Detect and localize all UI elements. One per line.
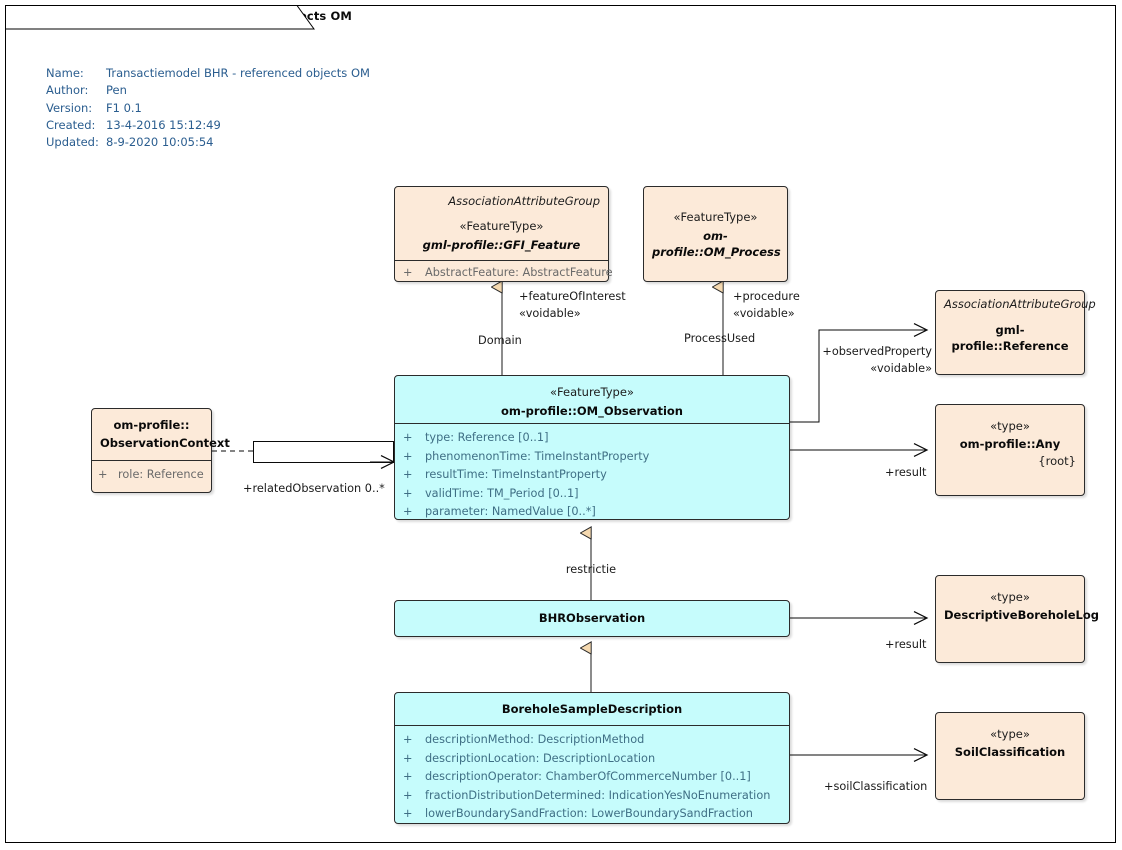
metadata-key-author: Author: (46, 83, 89, 98)
class-bhr-observation[interactable]: BHRObservation (394, 600, 790, 637)
soil-classification-stereotype: «type» (990, 727, 1030, 741)
observation-context-name-line2: ObservationContext (100, 436, 230, 450)
borehole-sample-attribute: + descriptionOperator: ChamberOfCommerceN… (395, 768, 789, 787)
label-observed-property-stereotype: «voidable» (870, 362, 932, 375)
attribute-text: parameter: NamedValue [0..*] (425, 505, 596, 519)
attribute-text: descriptionMethod: DescriptionMethod (425, 733, 645, 746)
metadata-value-author: Pen (106, 83, 127, 98)
label-procedure-stereotype: «voidable» (733, 307, 795, 320)
reference-name: gml-profile::Reference (951, 323, 1069, 353)
class-gml-profile-reference[interactable]: AssociationAttributeGroup gml-profile::R… (935, 290, 1096, 375)
borehole-sample-description-name: BoreholeSampleDescription (501, 702, 683, 716)
descriptive-borehole-log-name: DescriptiveBoreholeLog (944, 608, 1100, 622)
metadata-value-created: 13-4-2016 15:12:49 (106, 117, 221, 132)
metadata-row-version: Version: F1 0.1 (46, 100, 370, 117)
attribute-text: descriptionOperator: ChamberOfCommerceNu… (425, 770, 751, 784)
any-constraint: {root} (1038, 454, 1076, 468)
om-observation-name: om-profile::OM_Observation (500, 404, 683, 418)
metadata-value-version: F1 0.1 (106, 100, 142, 115)
any-name: om-profile::Any (959, 437, 1061, 451)
borehole-sample-attribute: + fractionDistributionDetermined: Indicat… (395, 787, 789, 806)
class-om-profile-observation-context[interactable]: om-profile:: ObservationContext + role: R… (91, 408, 230, 493)
label-soil-classification-role: +soilClassification (824, 780, 928, 793)
class-descriptive-borehole-log[interactable]: «type» DescriptiveBoreholeLog (935, 575, 1100, 663)
metadata-value-updated: 8-9-2020 10:05:54 (106, 135, 214, 150)
metadata-key-version: Version: (46, 100, 93, 115)
visibility-marker: + (403, 431, 413, 444)
attribute-text: validTime: TM_Period [0..1] (425, 486, 579, 500)
om-process-stereotype: «FeatureType» (673, 210, 758, 224)
borehole-sample-attribute: + descriptionMethod: DescriptionMethod (395, 731, 789, 750)
metadata-key-updated: Updated: (46, 135, 99, 150)
class-om-profile-om-observation[interactable]: «FeatureType» om-profile::OM_Observation… (394, 375, 790, 520)
attribute-text: AbstractFeature: AbstractFeature (425, 266, 613, 279)
visibility-marker: + (403, 486, 413, 500)
class-borehole-sample-description[interactable]: BoreholeSampleDescription + descriptionMe… (394, 692, 790, 824)
metadata-key-name: Name: (46, 66, 84, 80)
visibility-marker: + (403, 266, 413, 279)
metadata-row-created: Created: 13-4-2016 15:12:49 (46, 117, 370, 134)
borehole-sample-attribute: + lowerBoundarySandFraction: LowerBoundar… (395, 805, 789, 824)
observation-context-name-line1: om-profile:: (113, 418, 190, 432)
om-observation-attribute: + type: Reference [0..1] (395, 429, 789, 448)
metadata-value-name: Transactiemodel BHR - referenced objects… (106, 66, 370, 80)
borehole-sample-attribute: + descriptionLocation: DescriptionLocatio… (395, 750, 789, 769)
gfi-feature-name: gml-profile::GFI_Feature (422, 238, 581, 252)
visibility-marker: + (403, 751, 413, 765)
attribute-text: resultTime: TimeInstantProperty (425, 468, 607, 482)
label-result-log-role: +result (885, 638, 927, 651)
visibility-marker: + (403, 449, 413, 463)
descriptive-borehole-log-stereotype: «type» (990, 590, 1030, 604)
gfi-feature-group-label: AssociationAttributeGroup (448, 194, 600, 208)
visibility-marker: + (403, 505, 413, 519)
om-process-name: om-profile::OM_Process (652, 229, 781, 259)
visibility-marker: + (403, 788, 413, 802)
soil-classification-name: SoilClassification (954, 745, 1066, 759)
visibility-marker: + (98, 468, 108, 481)
om-observation-attribute: + resultTime: TimeInstantProperty (395, 466, 789, 485)
label-feature-of-interest-stereotype: «voidable» (519, 307, 581, 320)
metadata-row-name: Name: Transactiemodel BHR - referenced o… (46, 65, 370, 82)
attribute-text: type: Reference [0..1] (425, 431, 549, 444)
class-om-profile-any[interactable]: «type» om-profile::Any {root} (935, 404, 1085, 496)
label-related-observation-role: +relatedObservation 0..* (243, 482, 385, 495)
label-feature-of-interest-role: +featureOfInterest (519, 290, 626, 303)
om-observation-stereotype: «FeatureType» (550, 385, 634, 399)
label-result-any-role: +result (885, 466, 927, 479)
om-observation-attribute: + parameter: NamedValue [0..*] (395, 503, 789, 522)
label-process-used-role: ProcessUsed (684, 332, 756, 345)
label-observed-property-role: +observedProperty (822, 345, 932, 358)
visibility-marker: + (403, 807, 413, 821)
class-soil-classification[interactable]: «type» SoilClassification (935, 712, 1085, 800)
class-om-profile-om-process[interactable]: «FeatureType» om-profile::OM_Process (643, 186, 788, 282)
attribute-text: fractionDistributionDetermined: Indicati… (425, 788, 771, 802)
any-stereotype: «type» (990, 419, 1030, 433)
diagram-title-tab[interactable] (5, 5, 315, 30)
attribute-text: phenomenonTime: TimeInstantProperty (425, 449, 650, 463)
label-procedure-role: +procedure (733, 290, 800, 303)
observation-context-attribute: + role: Reference (92, 466, 211, 485)
visibility-marker: + (403, 468, 413, 482)
bhr-observation-name: BHRObservation (538, 611, 646, 625)
label-restrictie-role: restrictie (565, 563, 617, 576)
metadata-row-updated: Updated: 8-9-2020 10:05:54 (46, 134, 370, 151)
label-domain-role: Domain (478, 334, 522, 347)
attribute-text: role: Reference (118, 468, 204, 481)
metadata-row-author: Author: Pen (46, 82, 370, 99)
om-observation-attribute: + validTime: TM_Period [0..1] (395, 485, 789, 504)
class-gml-profile-gfi-feature[interactable]: AssociationAttributeGroup «FeatureType» … (394, 186, 613, 283)
gfi-feature-stereotype: «FeatureType» (459, 219, 544, 233)
visibility-marker: + (403, 733, 413, 746)
metadata-key-created: Created: (46, 117, 96, 132)
diagram-metadata: Name: Transactiemodel BHR - referenced o… (46, 65, 370, 151)
visibility-marker: + (403, 770, 413, 784)
gfi-feature-attribute: + AbstractFeature: AbstractFeature (395, 264, 613, 283)
om-observation-attribute: + phenomenonTime: TimeInstantProperty (395, 448, 789, 467)
reference-group-label: AssociationAttributeGroup (944, 297, 1096, 311)
attribute-text: lowerBoundarySandFraction: LowerBoundary… (425, 807, 753, 821)
attribute-text: descriptionLocation: DescriptionLocation (425, 751, 656, 765)
